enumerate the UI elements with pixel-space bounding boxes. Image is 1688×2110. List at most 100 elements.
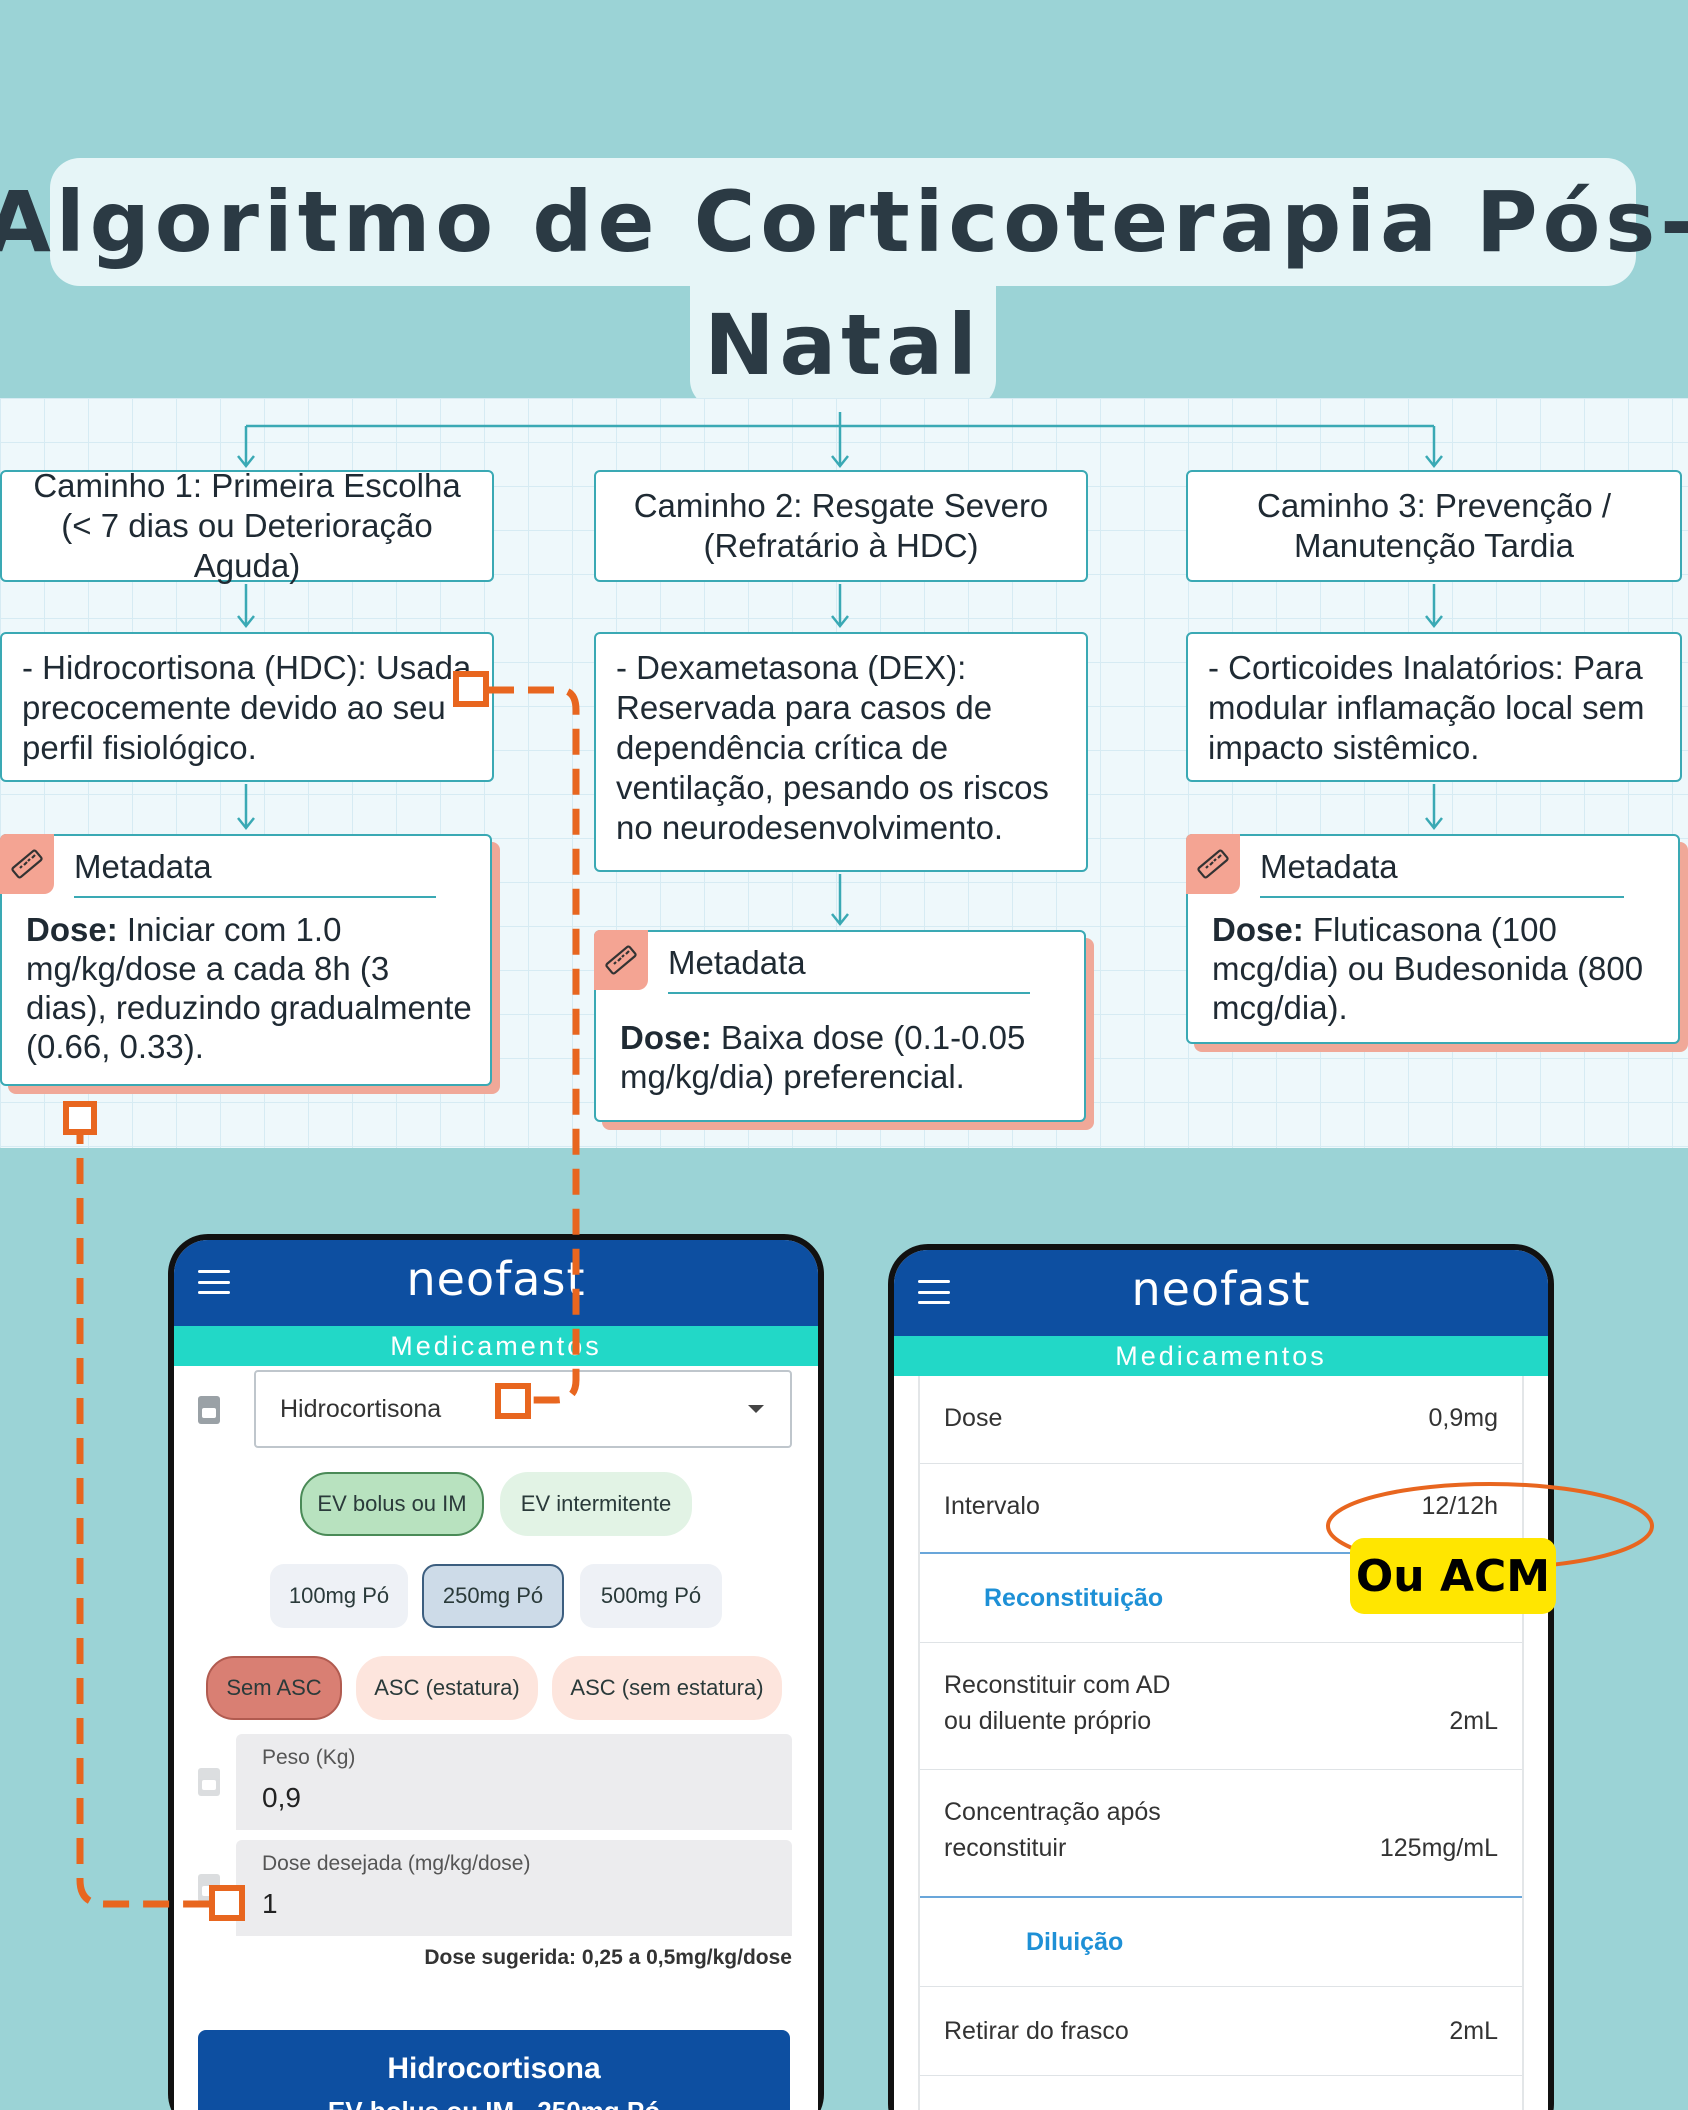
phone-left: neofast Medicamentos Hidrocortisona EV b… (168, 1234, 824, 2110)
metadata-divider (668, 992, 1030, 994)
path-3-metadata-card: Metadata Dose: Fluticasona (100 mcg/dia)… (1186, 834, 1688, 1052)
weight-icon (198, 1768, 220, 1796)
dose-icon (198, 1874, 220, 1902)
path-2-description-box: - Dexametasona (DEX): Reservada para cas… (594, 632, 1088, 872)
dose-field[interactable]: Dose desejada (mg/kg/dose) 1 (236, 1840, 792, 1936)
app-bar: neofast (174, 1240, 818, 1326)
result-value: 125mg/mL (1379, 1834, 1498, 1862)
weight-field-value: 0,9 (262, 1782, 301, 1813)
reconstitution-section: Reconstituição (920, 1552, 1522, 1642)
path-2-dose-text: Baixa dose (0.1-0.05 mg/kg/dia) preferen… (620, 1019, 1026, 1095)
dose-label: Dose: (620, 1019, 712, 1056)
path-2-dose: Dose: Baixa dose (0.1-0.05 mg/kg/dia) pr… (620, 1018, 1070, 1096)
ruler-icon (594, 930, 648, 990)
result-row-reconstitute: Reconstituir com AD ou diluente próprio … (920, 1642, 1522, 1770)
result-key: Dose (944, 1404, 1003, 1432)
section-header: Medicamentos (174, 1326, 818, 1366)
result-row-withdraw: Retirar do frasco 2mL (920, 1986, 1522, 2076)
metadata-card-body: Metadata Dose: Fluticasona (100 mcg/dia)… (1186, 834, 1680, 1044)
result-value: 2mL (1449, 2017, 1498, 2045)
phone-left-screen: neofast Medicamentos Hidrocortisona EV b… (174, 1240, 818, 2110)
path-2-metadata-label: Metadata (668, 944, 806, 981)
asc-chip-sem-asc[interactable]: Sem ASC (206, 1656, 342, 1720)
calculate-button[interactable]: Hidrocortisona EV bolus ou IM - 250mg Pó (198, 2030, 790, 2110)
suggested-dose-hint: Dose sugerida: 0,25 a 0,5mg/kg/dose (424, 1946, 792, 1969)
calculate-button-line2: EV bolus ou IM - 250mg Pó (198, 2096, 790, 2110)
path-2-title-box: Caminho 2: Resgate Severo (Refratário à … (594, 470, 1088, 582)
section-header: Medicamentos (894, 1336, 1548, 1376)
path-1-dose-text: Iniciar com 1.0 mg/kg/dose a cada 8h (3 … (26, 911, 472, 1065)
dilution-section: Diluição (920, 1896, 1522, 1986)
ruler-icon (1186, 834, 1240, 894)
path-1-metadata-label: Metadata (74, 848, 212, 885)
flowchart-connectors (237, 412, 1443, 927)
calculate-button-line1: Hidrocortisona (387, 2052, 601, 2085)
result-value: 0,9mg (1428, 1404, 1498, 1432)
menu-icon[interactable] (198, 1270, 230, 1294)
path-1-title: Caminho 1: Primeira Escolha (< 7 dias ou… (33, 467, 461, 584)
path-3-metadata-label: Metadata (1260, 848, 1398, 885)
result-row-dose: Dose 0,9mg (920, 1376, 1522, 1464)
page-title-line1: Algoritmo de Corticoterapia Pós- (0, 173, 1688, 271)
asc-chip-sem-estatura[interactable]: ASC (sem estatura) (552, 1656, 782, 1720)
presentation-chip-500mg[interactable]: 500mg Pó (580, 1564, 722, 1628)
result-key: Retirar do frasco (944, 2017, 1129, 2045)
path-1-description-box: - Hidrocortisona (HDC): Usada precocemen… (0, 632, 494, 782)
route-chip-label: EV intermitente (520, 1491, 672, 1516)
result-row-concentration: Concentração após reconstituir 125mg/mL (920, 1770, 1522, 1896)
result-value: 12/12h (1421, 1492, 1498, 1520)
drug-select-value: Hidrocortisona (280, 1395, 442, 1423)
dose-label: Dose: (26, 911, 118, 948)
result-key: Reconstituir com AD (944, 1671, 1171, 1699)
dropdown-caret-icon (748, 1405, 764, 1413)
presentation-chip-label: 500mg Pó (600, 1583, 702, 1608)
result-list: Dose 0,9mg Intervalo 12/12h Reconstituiç… (918, 1376, 1524, 2110)
presentation-chip-label: 250mg Pó (442, 1583, 544, 1608)
path-3-dose: Dose: Fluticasona (100 mcg/dia) ou Budes… (1212, 910, 1664, 1027)
asc-chip-label: Sem ASC (226, 1675, 322, 1700)
dose-field-label: Dose desejada (mg/kg/dose) (262, 1852, 531, 1875)
menu-icon[interactable] (918, 1280, 950, 1304)
presentation-chip-100mg[interactable]: 100mg Pó (270, 1564, 408, 1628)
ruler-icon (0, 834, 54, 894)
result-key: Intervalo (944, 1492, 1040, 1520)
path-1-dose: Dose: Iniciar com 1.0 mg/kg/dose a cada … (26, 910, 476, 1066)
app-bar: neofast (894, 1250, 1548, 1336)
result-value: 2mL (1449, 1707, 1498, 1735)
path-3-description: - Corticoides Inalatórios: Para modular … (1208, 649, 1645, 766)
route-chip-label: EV bolus ou IM (317, 1491, 467, 1516)
title-banner-bottom: Natal (690, 282, 996, 408)
path-2-title: Caminho 2: Resgate Severo (Refratário à … (633, 487, 1049, 564)
metadata-divider (74, 896, 436, 898)
path-1-metadata-card: Metadata Dose: Iniciar com 1.0 mg/kg/dos… (0, 834, 500, 1094)
drug-select[interactable]: Hidrocortisona (254, 1370, 792, 1448)
app-logo: neofast (406, 1252, 586, 1306)
metadata-card-body: Metadata Dose: Baixa dose (0.1-0.05 mg/k… (594, 930, 1086, 1122)
metadata-card-body: Metadata Dose: Iniciar com 1.0 mg/kg/dos… (0, 834, 492, 1086)
presentation-chip-250mg[interactable]: 250mg Pó (422, 1564, 564, 1628)
weight-field[interactable]: Peso (Kg) 0,9 (236, 1734, 792, 1830)
path-3-title-box: Caminho 3: Prevenção / Manutenção Tardia (1186, 470, 1682, 582)
dose-field-value: 1 (262, 1888, 278, 1919)
result-key: Concentração após (944, 1798, 1161, 1826)
path-3-dose-text: Fluticasona (100 mcg/dia) ou Budesonida … (1212, 911, 1644, 1026)
route-chip-ev-bolus[interactable]: EV bolus ou IM (300, 1472, 484, 1536)
route-chip-ev-intermitente[interactable]: EV intermitente (500, 1472, 692, 1536)
reconstitution-title: Reconstituição (984, 1584, 1164, 1612)
path-1-title-box: Caminho 1: Primeira Escolha (< 7 dias ou… (0, 467, 494, 584)
phone-right: neofast Medicamentos Dose 0,9mg Interval… (888, 1244, 1554, 2110)
pill-bottle-icon (198, 1396, 220, 1424)
presentation-chip-label: 100mg Pó (288, 1583, 390, 1608)
path-3-description-box: - Corticoides Inalatórios: Para modular … (1186, 632, 1682, 782)
asc-chip-estatura[interactable]: ASC (estatura) (356, 1656, 538, 1720)
path-2-description: - Dexametasona (DEX): Reservada para cas… (616, 649, 1049, 846)
dilution-title: Diluição (1026, 1928, 1124, 1956)
result-key-line2: reconstituir (944, 1834, 1067, 1862)
result-key-line2: ou diluente próprio (944, 1707, 1152, 1735)
phone-right-screen: neofast Medicamentos Dose 0,9mg Interval… (894, 1250, 1548, 2110)
flowchart-panel: Caminho 1: Primeira Escolha (< 7 dias ou… (0, 398, 1688, 1148)
page-title-line2: Natal (704, 296, 982, 394)
app-logo: neofast (1131, 1262, 1311, 1316)
asc-chip-label: ASC (estatura) (374, 1675, 520, 1700)
weight-field-label: Peso (Kg) (262, 1746, 356, 1769)
